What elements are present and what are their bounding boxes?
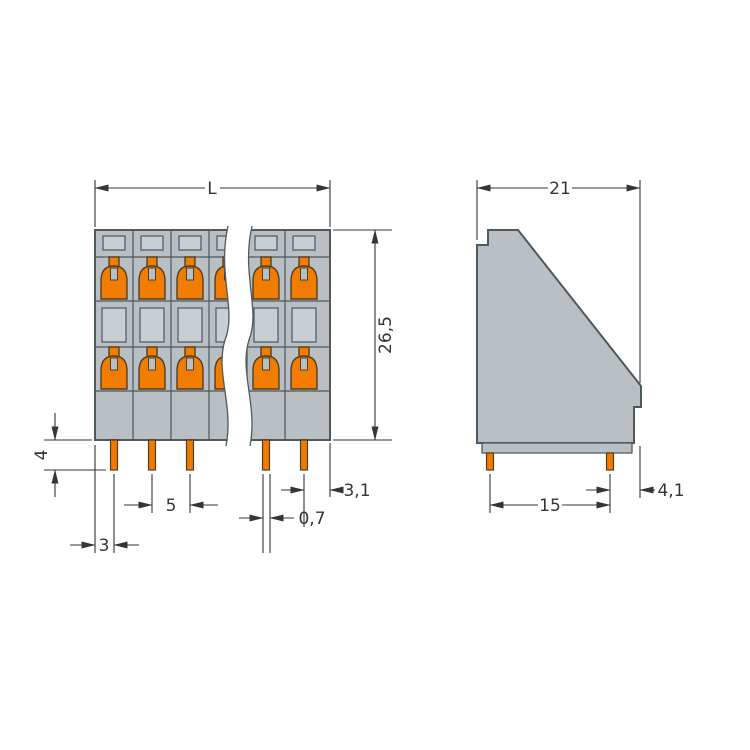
dim-pin-spacing: 15	[489, 474, 611, 516]
length-break	[221, 225, 254, 447]
dim-pin-width-label: 0,7	[298, 509, 325, 529]
housing-window	[139, 307, 165, 343]
front-dimensions: L 26,5 4 5	[32, 179, 396, 556]
dim-pitch-label: 5	[166, 496, 177, 516]
side-body	[476, 229, 642, 444]
dim-height-label: 26,5	[376, 316, 396, 354]
dim-depth: 21	[476, 179, 641, 383]
side-dimensions: 21 15 4,1	[476, 179, 685, 516]
dim-pin-length-label: 4	[32, 450, 52, 461]
solder-pin	[485, 452, 495, 471]
solder-pin	[299, 439, 309, 471]
solder-pin	[261, 439, 271, 471]
dim-pin-length: 4	[32, 413, 106, 497]
front-view	[94, 225, 331, 471]
dim-edge-to-pin: 3	[70, 445, 139, 556]
dim-height: 26,5	[333, 229, 396, 441]
housing-window	[177, 307, 203, 343]
housing-window	[253, 307, 279, 343]
housing-window	[291, 307, 317, 343]
dim-pin-to-edge: 3,1	[281, 443, 371, 527]
actuation-slot	[292, 235, 316, 251]
actuation-slot	[102, 235, 126, 251]
solder-pin	[109, 439, 119, 471]
actuation-slot	[140, 235, 164, 251]
actuation-slot	[178, 235, 202, 251]
dim-pitch: 5	[124, 474, 218, 516]
solder-pin	[147, 439, 157, 471]
solder-pin	[185, 439, 195, 471]
break-wavy-line	[245, 225, 254, 447]
dim-pin-to-rear: 4,1	[586, 446, 685, 501]
dim-edge-to-pin-label: 3	[99, 536, 110, 556]
dim-depth-label: 21	[549, 179, 571, 199]
dim-length: L	[94, 179, 331, 227]
dim-length-label: L	[207, 179, 217, 199]
front-body-outline	[94, 229, 331, 441]
dim-pin-to-rear-label: 4,1	[657, 481, 684, 501]
break-band	[222, 226, 253, 446]
housing-window	[101, 307, 127, 343]
dim-pin-spacing-label: 15	[539, 496, 561, 516]
side-view	[476, 229, 642, 471]
actuation-slot	[254, 235, 278, 251]
break-wavy-line	[221, 225, 230, 447]
front-solder-pins	[109, 439, 309, 471]
dim-pin-width: 0,7	[239, 474, 326, 553]
solder-pin	[605, 452, 615, 471]
dim-pin-to-edge-label: 3,1	[343, 481, 370, 501]
front-body	[95, 230, 330, 440]
side-base-strip	[481, 442, 633, 454]
